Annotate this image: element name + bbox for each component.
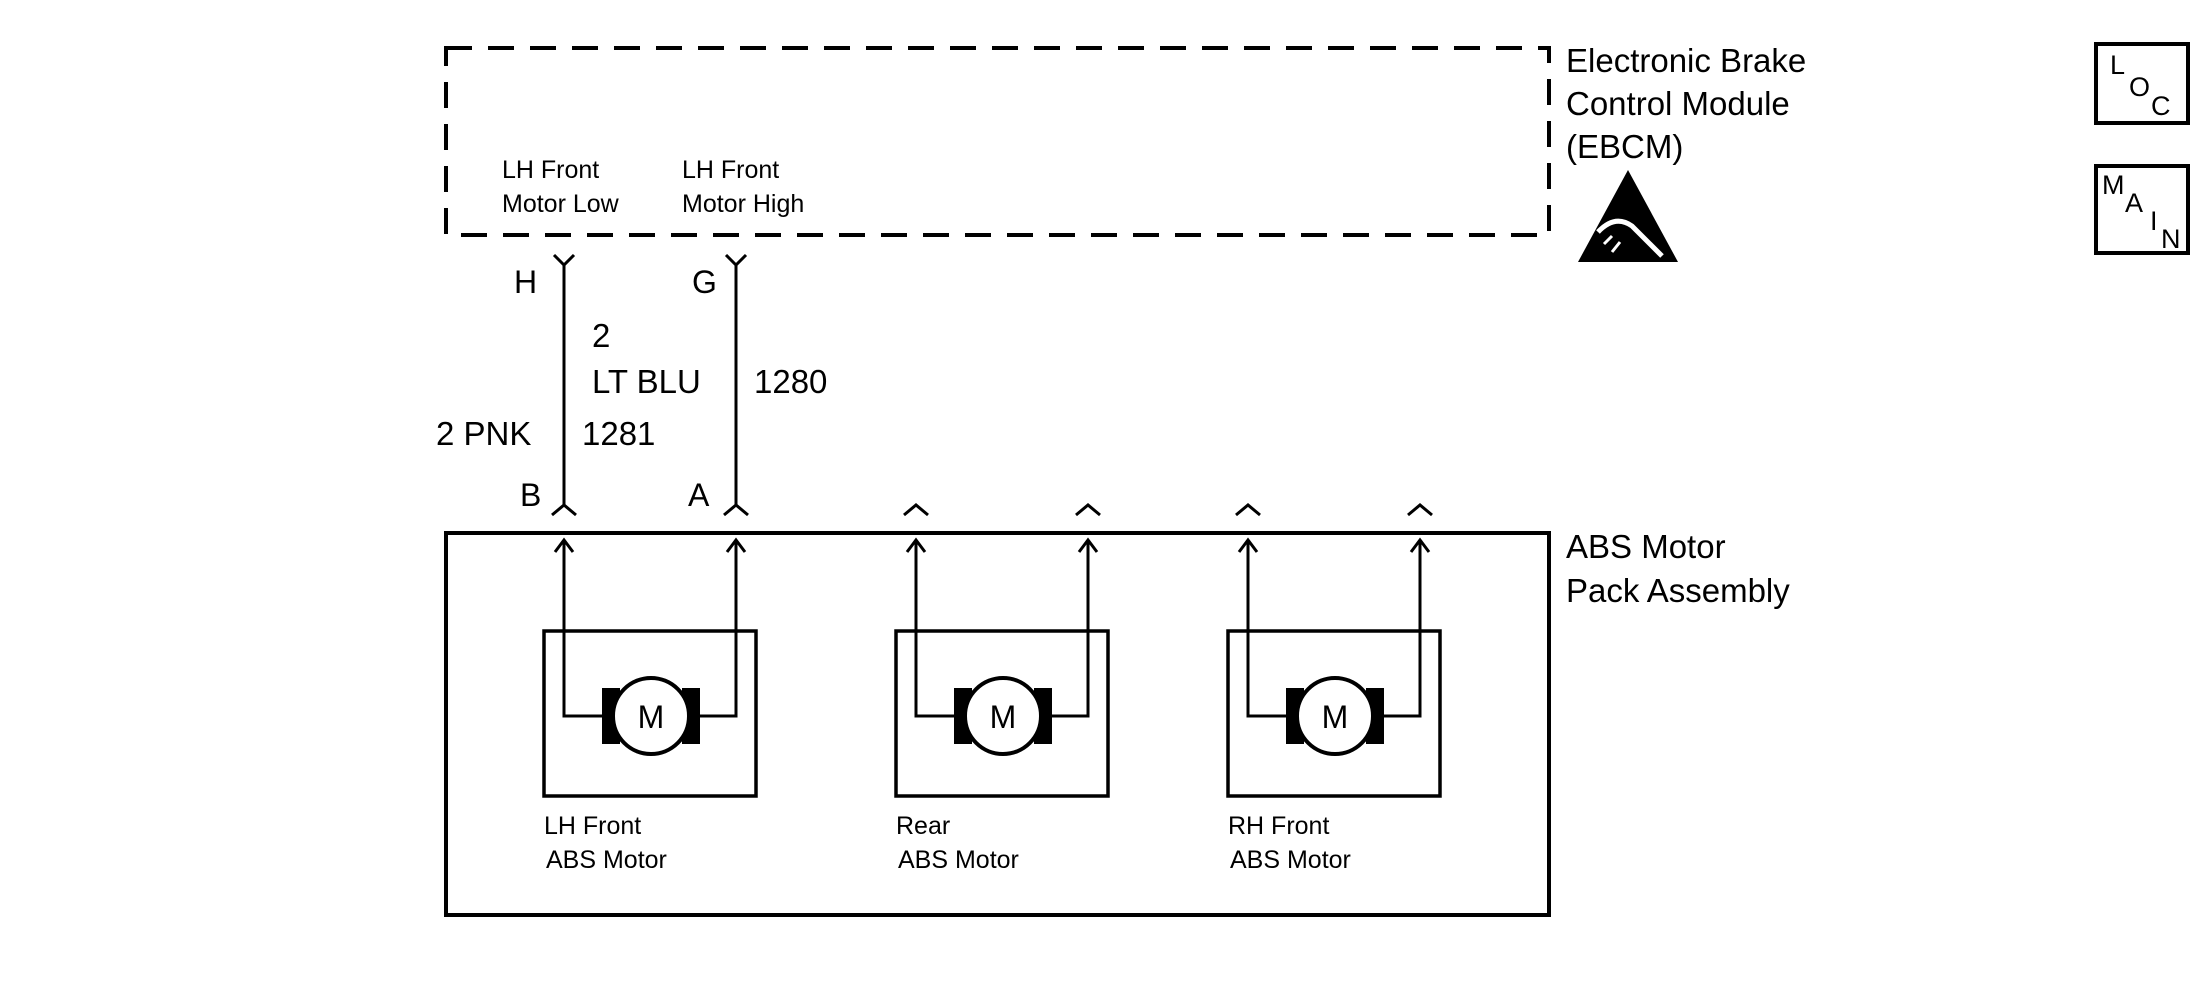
motor-label-line1: Rear: [896, 812, 950, 840]
lh-front-motor: M LH Front ABS Motor: [542, 537, 758, 874]
motor-label-line2: ABS Motor: [1230, 846, 1351, 874]
wire-high: [723, 253, 749, 517]
wire-high-gauge-label: 2: [592, 317, 610, 354]
motor-pack-outline: [444, 531, 1551, 917]
motor-symbol: [1295, 676, 1375, 756]
ebcm-circuit-high-line2: Motor High: [682, 190, 804, 218]
ebcm-circuit-low-line2: Motor Low: [502, 190, 620, 218]
loc-letter-3: C: [2151, 91, 2171, 121]
main-letter-3: I: [2150, 206, 2158, 236]
esd-warning-icon: [1578, 170, 1678, 262]
motor-label-line2: ABS Motor: [546, 846, 667, 874]
rear-motor: M Rear ABS Motor: [894, 537, 1110, 874]
ebcm-module: LH Front Motor Low LH Front Motor High: [444, 46, 1551, 237]
motor-housing: [542, 629, 758, 798]
pin-h-label: H: [514, 264, 537, 300]
main-button[interactable]: M A I N: [2094, 164, 2190, 255]
wire-high-circuit-label: 1280: [754, 363, 827, 400]
ebcm-circuit-high-line1: LH Front: [682, 156, 779, 184]
motor-label-line2: ABS Motor: [898, 846, 1019, 874]
loc-letter-1: L: [2110, 50, 2125, 80]
pin-g-label: G: [692, 264, 717, 300]
rh-front-motor: M RH Front ABS Motor: [1226, 537, 1442, 874]
ebcm-circuit-low-line1: LH Front: [502, 156, 599, 184]
motor-symbol: [963, 676, 1043, 756]
wire-high-color-label: LT BLU: [592, 363, 701, 400]
ebcm-title-line3: (EBCM): [1566, 128, 1683, 165]
motor-symbol: [611, 676, 691, 756]
main-letter-1: M: [2102, 170, 2125, 200]
pin-b-label: B: [520, 477, 541, 513]
motor-housing: [894, 629, 1110, 798]
main-letter-4: N: [2161, 224, 2181, 254]
motor-symbol-label: M: [1322, 699, 1349, 735]
loc-button-frame[interactable]: [2094, 42, 2190, 125]
pin-a-label: A: [688, 477, 710, 513]
unused-connector-marks: [903, 503, 1433, 517]
motor-symbol-label: M: [638, 699, 665, 735]
motor-label-line1: RH Front: [1228, 812, 1329, 840]
motor-pack-title-line2: Pack Assembly: [1566, 572, 1790, 609]
wire-low: [551, 253, 577, 517]
motor-label-line1: LH Front: [544, 812, 641, 840]
ebcm-outline: [444, 46, 1551, 237]
main-button-frame[interactable]: [2094, 164, 2190, 255]
wire-low-circuit-label: 1281: [582, 415, 655, 452]
ebcm-title-line1: Electronic Brake: [1566, 42, 1806, 79]
loc-letter-2: O: [2129, 72, 2150, 102]
motor-housing: [1226, 629, 1442, 798]
ebcm-title-line2: Control Module: [1566, 85, 1790, 122]
main-letter-2: A: [2125, 188, 2143, 218]
loc-button[interactable]: L O C: [2094, 42, 2190, 125]
motor-pack-title-line1: ABS Motor: [1566, 528, 1726, 565]
wire-low-color-label: 2 PNK: [436, 415, 531, 452]
motor-symbol-label: M: [990, 699, 1017, 735]
